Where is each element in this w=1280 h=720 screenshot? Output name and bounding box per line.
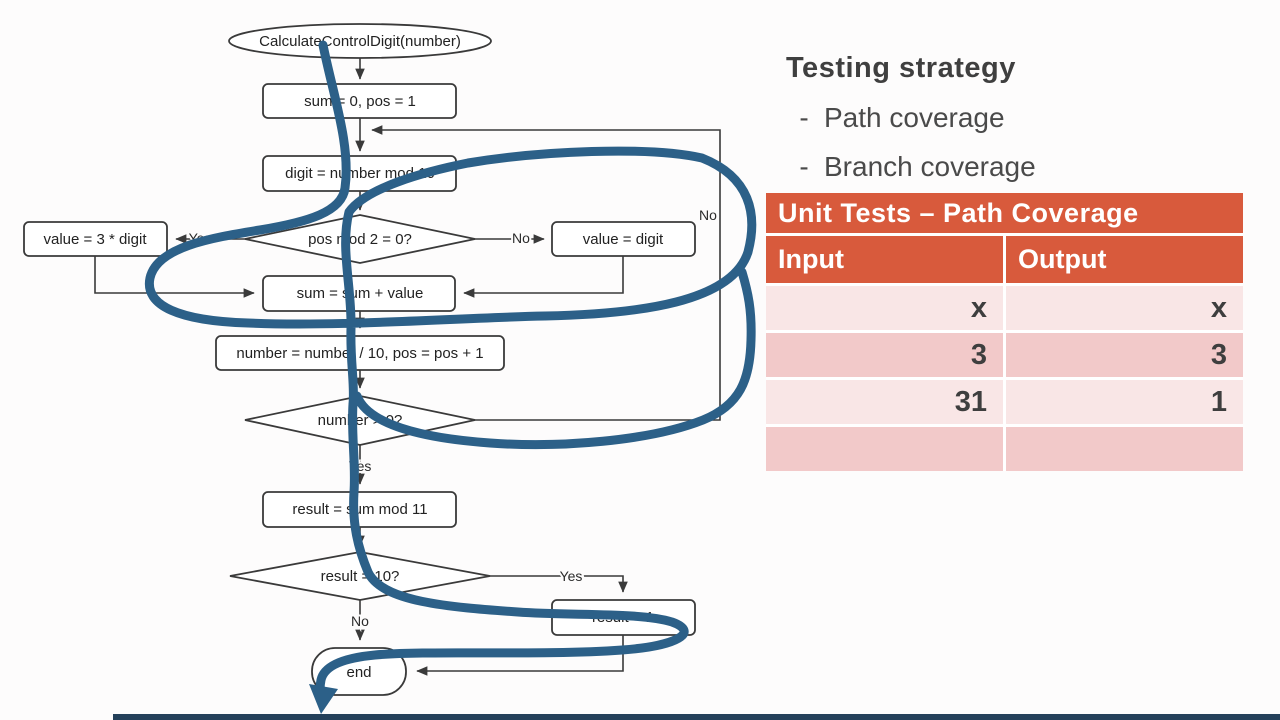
node-init: sum = 0, pos = 1 [262, 83, 457, 119]
node-advance: number = number / 10, pos = pos + 1 [215, 335, 505, 371]
node-start: CalculateControlDigit(number) [228, 23, 492, 59]
path-trace-marker [144, 40, 757, 714]
node-result-label: result = sum mod 11 [292, 501, 427, 518]
node-value-no-label: value = digit [583, 231, 664, 248]
label-no-loopback: No [699, 207, 717, 223]
node-value-yes-label: value = 3 * digit [44, 231, 148, 248]
table-row: x x [766, 286, 1243, 330]
node-init-label: sum = 0, pos = 1 [304, 93, 416, 110]
column-header-output: Output [1006, 236, 1243, 283]
node-result-check-label: result = 10? [321, 568, 400, 585]
bullet-label: Path coverage [824, 102, 1005, 133]
cell-input: x [766, 286, 1003, 330]
panel-heading: Testing strategy [786, 52, 1016, 84]
node-end-label: end [346, 664, 371, 681]
node-result: result = sum mod 11 [262, 491, 457, 528]
unit-tests-table: Unit Tests – Path Coverage Input Output … [766, 193, 1243, 471]
cell-output: x [1006, 286, 1243, 330]
table-row: 31 1 [766, 380, 1243, 424]
testing-strategy-panel: Testing strategy - Path coverage - Branc… [786, 52, 1246, 183]
node-sum: sum = sum + value [262, 275, 456, 312]
cell-output: 1 [1006, 380, 1243, 424]
trace-arrowhead [309, 684, 338, 714]
cell-input [766, 427, 1003, 471]
bullet-dash: - [799, 151, 809, 182]
node-value-no: value = digit [551, 221, 696, 257]
node-start-label: CalculateControlDigit(number) [259, 33, 461, 50]
node-sum-label: sum = sum + value [297, 285, 424, 302]
column-header-input: Input [766, 236, 1003, 283]
bullet-dash: - [799, 102, 809, 133]
table-row [766, 427, 1243, 471]
node-advance-label: number = number / 10, pos = pos + 1 [236, 345, 483, 362]
table-row: 3 3 [766, 333, 1243, 377]
label-no-down: No [351, 613, 369, 629]
node-pos-check-label: pos mod 2 = 0? [308, 231, 412, 248]
table-header-row: Input Output [766, 236, 1243, 283]
table-title: Unit Tests – Path Coverage [766, 193, 1243, 233]
cell-output: 3 [1006, 333, 1243, 377]
cell-input: 31 [766, 380, 1003, 424]
bullet-branch-coverage: - Branch coverage [786, 151, 1246, 183]
label-yes-result: Yes [560, 568, 583, 584]
bullet-path-coverage: - Path coverage [786, 102, 1246, 134]
bullet-label: Branch coverage [824, 151, 1036, 182]
cell-input: 3 [766, 333, 1003, 377]
label-no-right: No [512, 230, 530, 246]
video-progress-bar[interactable] [113, 714, 1280, 720]
cell-output [1006, 427, 1243, 471]
node-value-yes: value = 3 * digit [23, 221, 168, 257]
node-pos-check: pos mod 2 = 0? [244, 214, 476, 264]
